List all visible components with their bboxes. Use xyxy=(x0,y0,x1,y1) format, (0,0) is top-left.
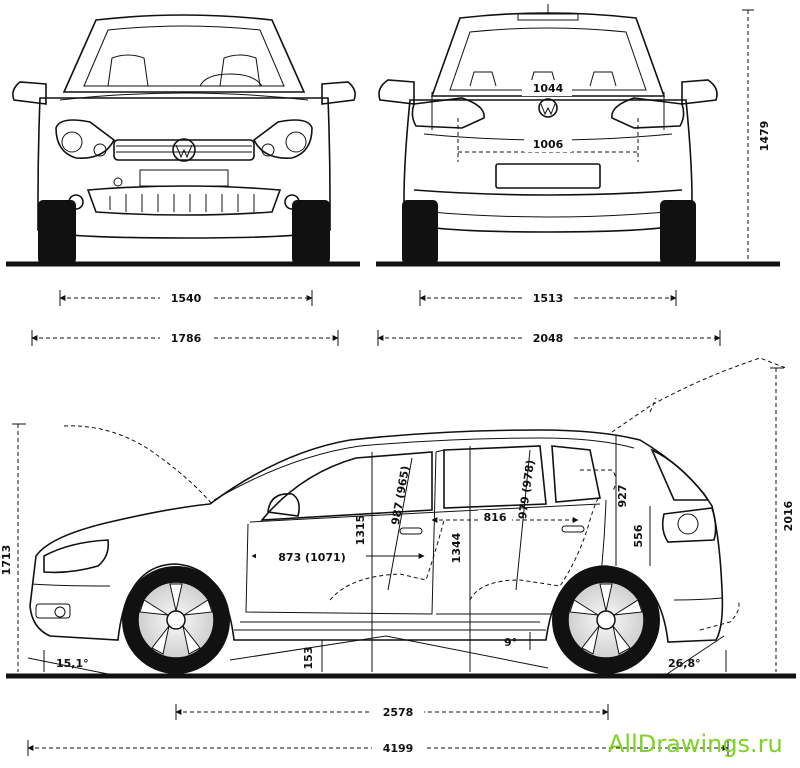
front-right-foglight xyxy=(284,194,300,210)
rear-side-window xyxy=(650,448,710,501)
front-wheel xyxy=(122,566,230,674)
dim-label-front-headroom: 987 (965) xyxy=(389,465,412,526)
front-door-handle xyxy=(399,527,423,535)
front-left-mirror xyxy=(12,81,47,105)
watermark-text: AllDrawings.ru xyxy=(608,730,783,758)
vw-badge-rear-icon xyxy=(538,98,558,118)
front-right-tire xyxy=(292,200,330,264)
dim-label-departure-angle: 26,8° xyxy=(668,657,701,670)
side-headlight xyxy=(43,539,110,574)
rear-left-mirror xyxy=(378,79,415,105)
dim-rear-seat-height: 1344 xyxy=(450,446,471,672)
vw-badge-front-icon xyxy=(172,138,196,162)
dim-label-approach-angle: 15,1° xyxy=(56,657,89,670)
open-tailgate-outline xyxy=(611,357,787,433)
rear-view: 1044 1006 1479 xyxy=(376,4,780,267)
front-door-window xyxy=(260,451,433,521)
dim-rear-height: 1479 xyxy=(742,9,771,263)
side-view: 1713 2016 15,1° 26,8° 9° 153 xyxy=(0,357,798,756)
rear-door-handle xyxy=(561,525,585,533)
dim-label-ground-clearance: 153 xyxy=(302,647,315,670)
dim-label-rear-height: 1479 xyxy=(758,121,771,152)
dim-label-cargo-opening-height: 927 xyxy=(616,485,629,508)
rear-license-plate xyxy=(495,163,601,189)
dim-label-front-track: 1540 xyxy=(171,292,202,305)
quarter-window xyxy=(551,445,601,503)
front-right-mirror xyxy=(321,81,356,105)
dim-rear-legroom: 816 xyxy=(431,510,579,524)
dim-side-height: 1713 xyxy=(0,423,26,672)
dim-label-inner-width-bottom: 1006 xyxy=(533,138,564,151)
front-left-foglight xyxy=(68,194,84,210)
dim-label-rear-track: 1513 xyxy=(533,292,564,305)
dim-departure-angle: 26,8° xyxy=(668,650,727,672)
dim-tailgate-height: 2016 xyxy=(770,367,798,672)
dim-front-track: 1540 xyxy=(59,290,313,306)
dim-inner-width-top: 1044 xyxy=(430,80,668,130)
rear-door-window xyxy=(443,445,547,509)
dim-label-side-height: 1713 xyxy=(0,545,13,576)
rear-window xyxy=(430,12,666,97)
front-body-outline xyxy=(37,97,331,239)
rear-left-tire xyxy=(402,200,438,264)
dim-front-headroom: 987 (965) xyxy=(387,457,413,591)
rear-left-taillight xyxy=(411,97,485,129)
dim-label-inner-width-top: 1044 xyxy=(533,82,564,95)
dim-label-front-width: 1786 xyxy=(171,332,202,345)
dim-label-rear-headroom: 979 (978) xyxy=(516,459,537,520)
front-left-headlight xyxy=(55,119,116,159)
dim-approach-angle: 15,1° xyxy=(43,650,89,672)
dim-rear-width-mirrors: 2048 xyxy=(377,330,721,346)
dim-length: 4199 xyxy=(27,740,729,756)
dim-label-front-seat-to-pedal: 873 (1071) xyxy=(278,551,345,564)
side-mirror xyxy=(267,493,300,517)
dim-front-width: 1786 xyxy=(31,330,339,346)
dim-ramp-angle: 9° xyxy=(504,632,531,650)
front-windshield xyxy=(62,14,306,93)
dim-front-seat-to-pedal: 873 (1071) xyxy=(251,550,425,564)
front-left-tire xyxy=(38,200,76,264)
dim-label-length: 4199 xyxy=(383,742,414,755)
front-grille xyxy=(113,139,255,161)
dim-inner-width-bottom: 1006 xyxy=(457,118,639,162)
dim-cargo-sill-height: 556 xyxy=(632,506,651,566)
rear-right-mirror xyxy=(681,79,718,105)
dim-label-rear-legroom: 816 xyxy=(484,511,507,524)
dim-wheelbase: 2578 xyxy=(175,704,609,720)
rear-body-outline xyxy=(403,99,693,233)
dim-ground-clearance: 153 xyxy=(302,640,323,672)
rear-right-taillight xyxy=(611,97,685,129)
front-right-headlight xyxy=(252,119,313,159)
rear-wheel xyxy=(552,566,660,674)
dim-label-ramp-angle: 9° xyxy=(504,636,517,649)
front-view xyxy=(6,14,360,267)
dim-label-rear-seat-height: 1344 xyxy=(450,532,463,563)
dim-cargo-opening-height: 927 xyxy=(615,436,629,566)
dim-front-seat-height: 1315 xyxy=(354,452,373,672)
dim-label-rear-width-mirrors: 2048 xyxy=(533,332,564,345)
dim-label-tailgate-height: 2016 xyxy=(782,500,795,531)
dim-rear-track: 1513 xyxy=(419,290,677,306)
side-taillight xyxy=(661,507,717,543)
rear-right-tire xyxy=(660,200,696,264)
dim-label-wheelbase: 2578 xyxy=(383,706,414,719)
open-hood-outline xyxy=(63,425,213,505)
dim-label-front-seat-height: 1315 xyxy=(354,515,367,546)
dim-label-cargo-sill-height: 556 xyxy=(632,524,645,547)
